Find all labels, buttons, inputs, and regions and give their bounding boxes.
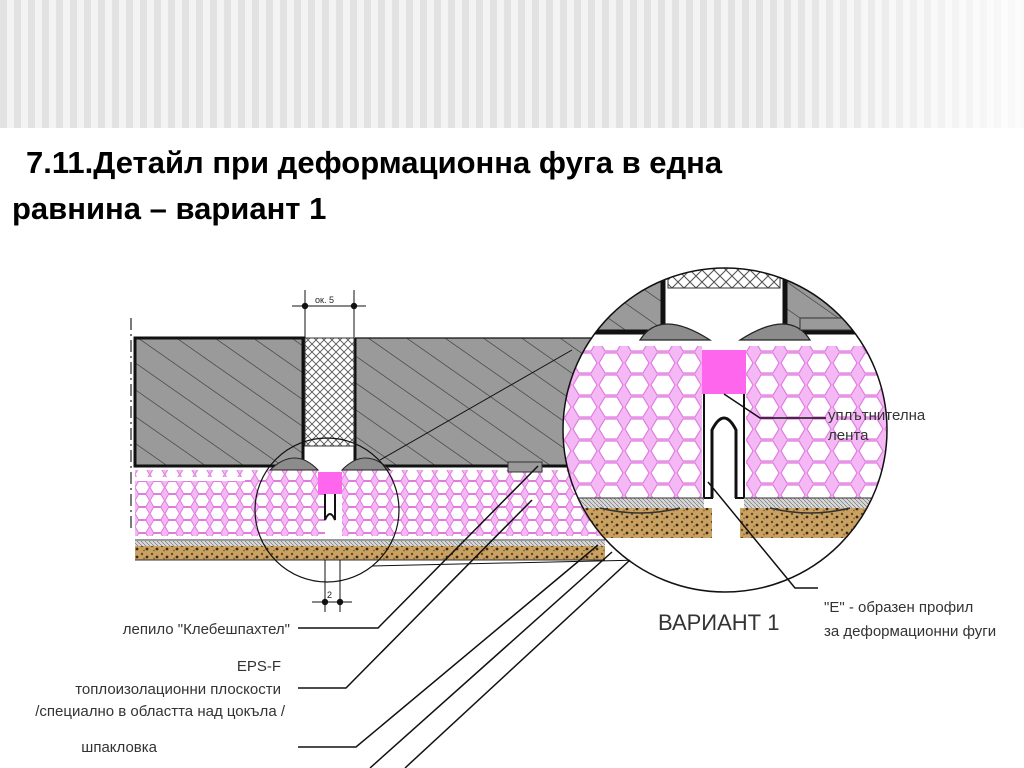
insulation-detail-left — [563, 346, 702, 498]
insulation-detail-right — [746, 346, 887, 498]
render-layer — [135, 546, 605, 560]
joint-filler — [304, 337, 355, 447]
header-stripe-band — [0, 0, 1024, 128]
label-seal-line-2: лента — [828, 427, 869, 444]
main-section: ок. 5 2 — [130, 290, 641, 612]
leader-seal — [723, 393, 826, 419]
label-insulation-line-2: /специално в областта над цокъла / — [35, 703, 286, 720]
label-eps: EPS-F — [237, 658, 281, 675]
dimension-top: ок. 5 — [292, 290, 366, 338]
magnify-circle — [562, 267, 888, 593]
expansion-joint-drawing: ок. 5 2 — [35, 267, 996, 768]
label-adhesive: лепило "Клебешпахтел" — [123, 621, 290, 638]
magnified-detail — [562, 267, 888, 593]
label-profile-line-2: за деформационни фуги — [824, 623, 996, 640]
label-insulation-line-1: топлоизолационни плоскости — [75, 681, 281, 698]
seal-tape-detail — [702, 350, 746, 394]
leader-lines — [298, 393, 826, 768]
slide-title-line-1: 7.11.Детайл при деформационна фуга в едн… — [26, 145, 723, 180]
leader-insulation — [298, 499, 533, 689]
label-seal-line-1: уплътнителна — [828, 407, 926, 424]
label-profile-line-1: "Е" - образен профил — [824, 599, 973, 616]
slide-title-line-2: равнина – вариант 1 — [12, 191, 327, 226]
detail-callout-circle — [254, 437, 400, 583]
concrete-wall-left — [133, 336, 305, 468]
label-variant: ВАРИАНТ 1 — [658, 610, 779, 635]
slide-title: 7.11.Детайл при деформационна фуга в едн… — [12, 140, 1012, 232]
leader-putty — [298, 544, 599, 748]
callout-connector-bottom — [371, 559, 641, 567]
labels: лепило "Клебешпахтел" EPS-F топлоизолаци… — [35, 407, 996, 756]
seal-tape — [318, 472, 342, 494]
leader-profile — [707, 481, 818, 589]
dimension-bottom-label: 2 — [327, 590, 332, 600]
e-profile — [324, 494, 336, 521]
callout-connector-top — [379, 349, 573, 461]
reinforcing-mesh — [135, 541, 605, 546]
label-putty: шпакловка — [81, 739, 157, 756]
leader-adhesive — [298, 465, 539, 629]
dimension-top-label: ок. 5 — [315, 295, 334, 305]
insulation-board-right — [342, 470, 602, 536]
dimension-bottom: 2 — [312, 560, 352, 612]
